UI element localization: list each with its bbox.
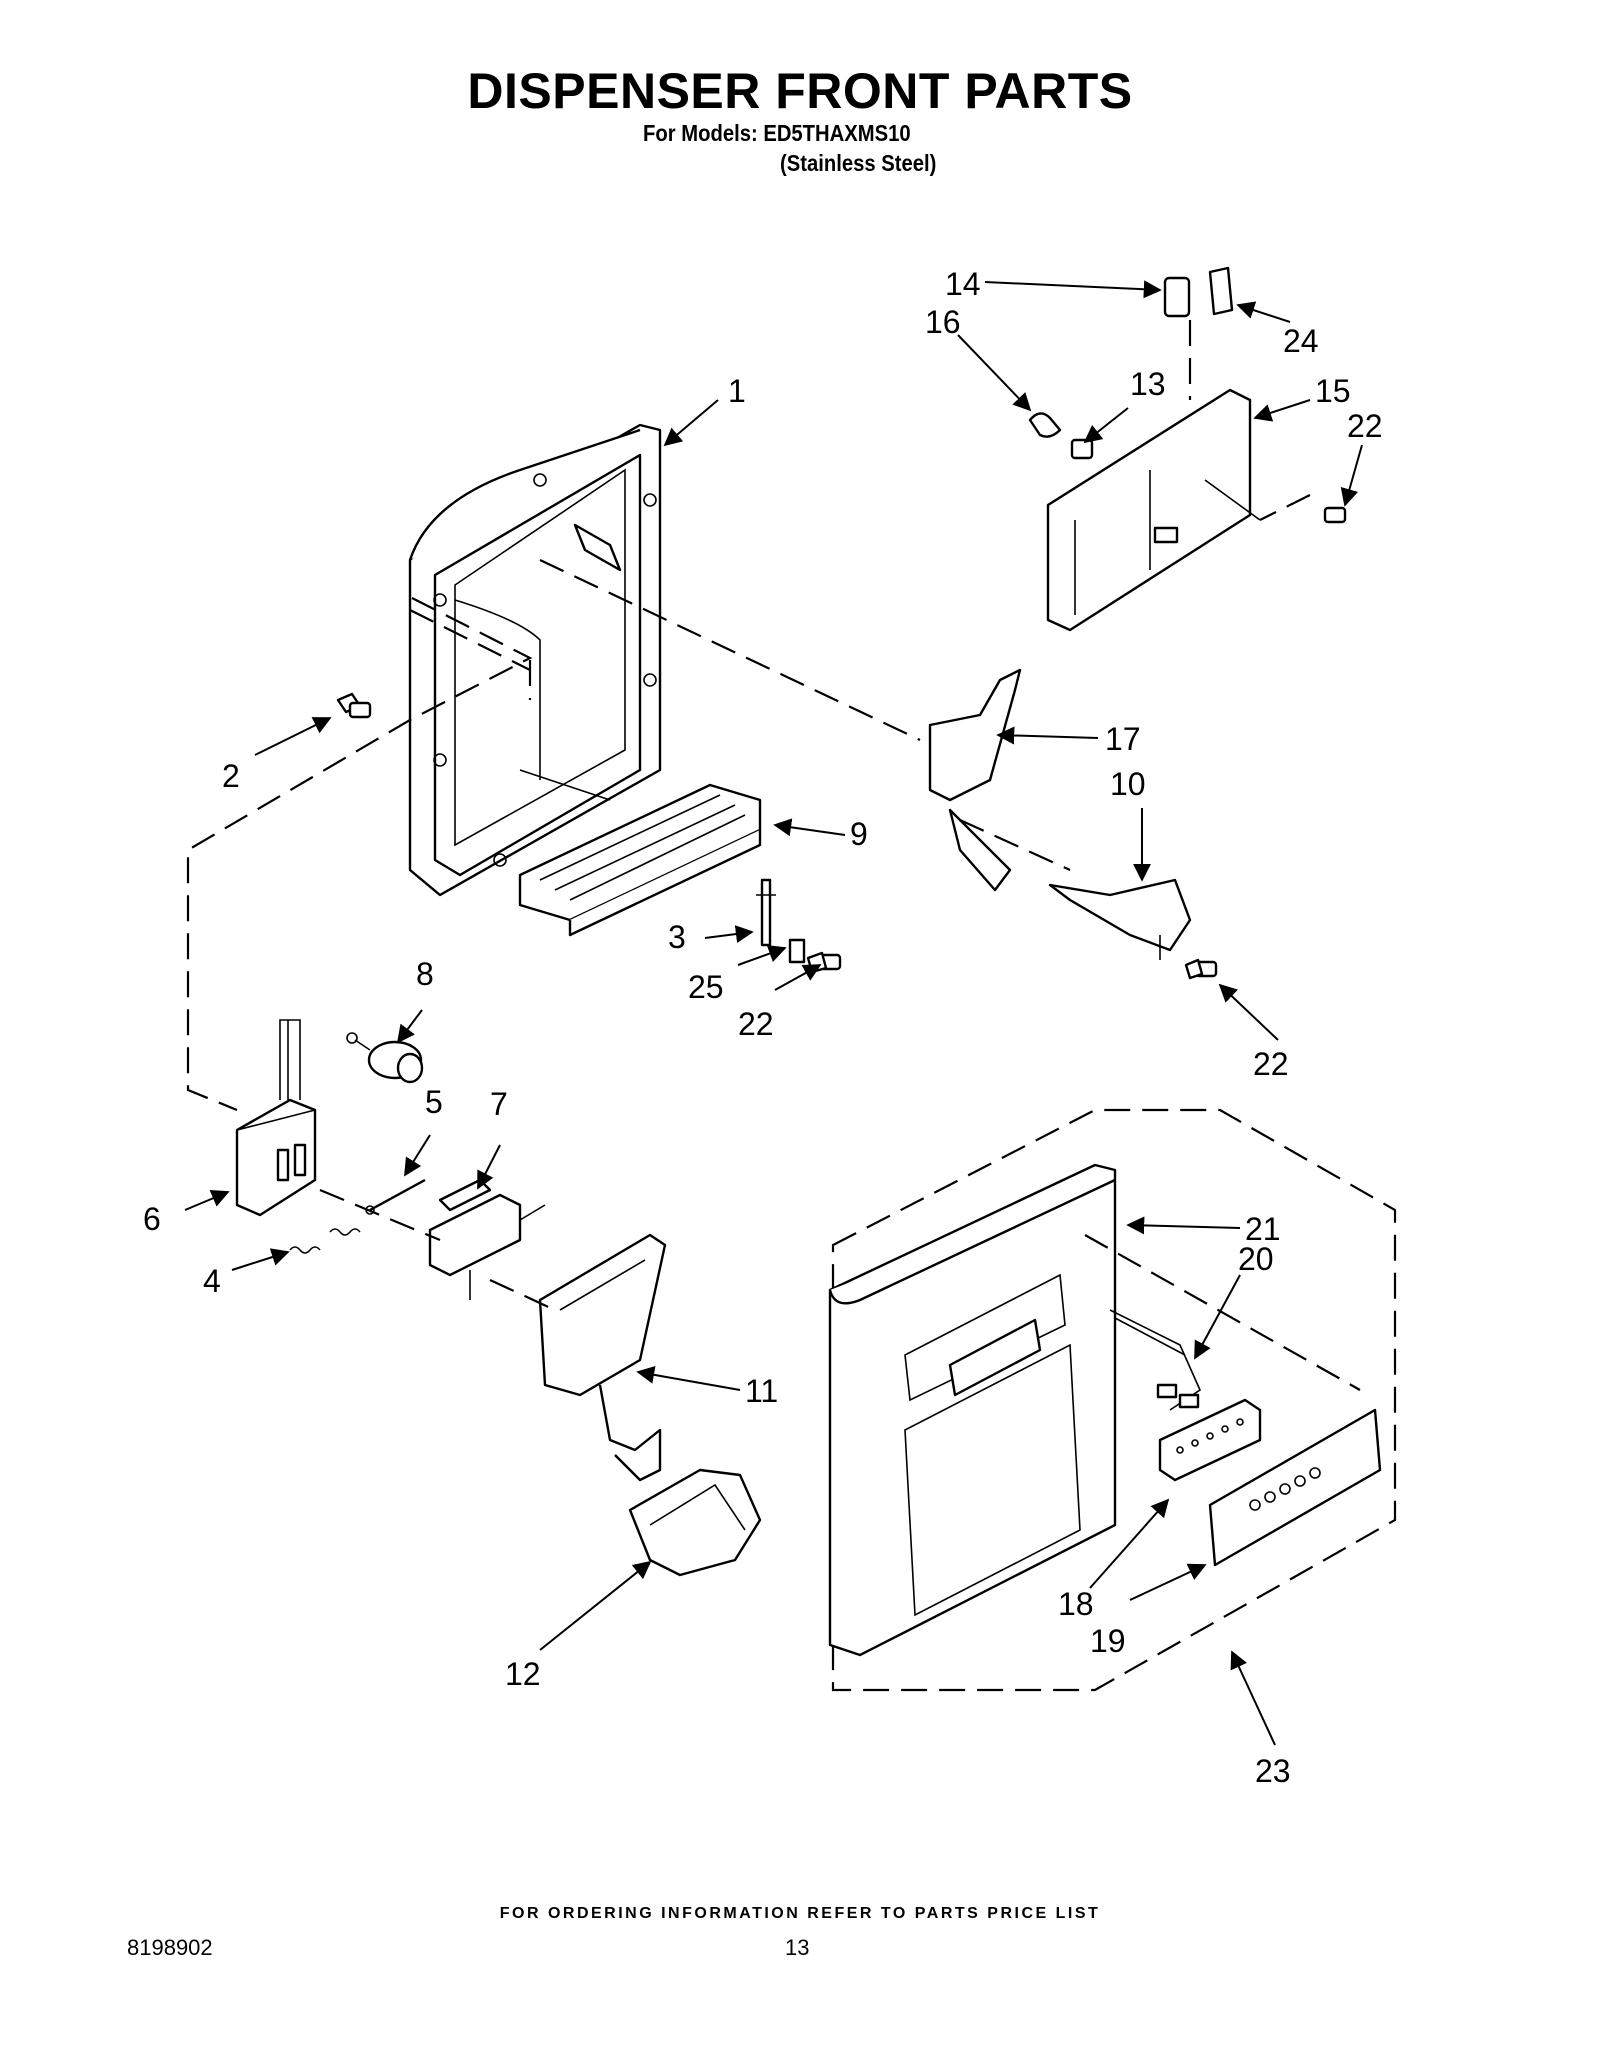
callout-25: 25 (688, 969, 724, 1005)
part-17-water-actuator (928, 668, 1022, 892)
callout-19: 19 (1090, 1623, 1126, 1659)
part-21-front-panel (828, 1163, 1117, 1657)
part-23-panel-assembly-boundary (831, 1108, 1397, 1692)
part-3-25-bracket (756, 878, 842, 974)
part-9-drip-tray (518, 783, 762, 937)
part-8-motor (346, 1032, 424, 1084)
part-22-screw-upper (1323, 506, 1347, 524)
part-5-pin (365, 1178, 426, 1215)
callout-3: 3 (668, 919, 686, 955)
callout-24: 24 (1283, 323, 1319, 359)
callout-23: 23 (1255, 1753, 1291, 1789)
callout-7: 7 (490, 1086, 508, 1122)
assembly-dashed-lines (186, 320, 1361, 1391)
page-number: 13 (785, 1935, 810, 1960)
leader-lines (184, 280, 1363, 1746)
callout-11: 11 (745, 1373, 778, 1409)
callout-22-middle: 22 (738, 1006, 774, 1042)
callout-20: 20 (1238, 1241, 1274, 1277)
document-number: 8198902 (127, 1935, 213, 1960)
part-7-actuator (428, 1178, 546, 1300)
part-12-chute (628, 1468, 762, 1577)
callout-13: 13 (1130, 366, 1166, 402)
part-22-screw-right (1184, 958, 1218, 980)
part-19-overlay (1208, 1408, 1382, 1567)
callout-6: 6 (143, 1201, 161, 1237)
part-10-lever (1048, 878, 1192, 960)
callout-14: 14 (945, 266, 981, 302)
part-4-springs (289, 1228, 361, 1254)
callout-12: 12 (505, 1656, 541, 1692)
part-2-screw (336, 692, 372, 719)
callout-16: 16 (925, 304, 961, 340)
part-16-bulb (1028, 412, 1062, 438)
callout-5: 5 (425, 1084, 443, 1120)
part-14-switch (1163, 276, 1191, 318)
callout-15: 15 (1315, 373, 1351, 409)
ordering-note: FOR ORDERING INFORMATION REFER TO PARTS … (499, 1905, 1101, 1922)
part-6-switch (235, 1019, 317, 1217)
part-24-plate (1208, 266, 1234, 316)
part-20-wire-harness (1109, 1309, 1202, 1411)
callout-labels: 1 2 3 4 5 6 7 8 9 10 11 12 13 14 15 16 1… (143, 266, 1383, 1789)
callout-22-upper: 22 (1347, 408, 1383, 444)
part-15-upper-housing (1046, 388, 1261, 632)
part-1-housing (408, 423, 662, 897)
callout-1: 1 (728, 373, 746, 409)
page-title: DISPENSER FRONT PARTS (467, 63, 1133, 119)
variant-line: (Stainless Steel) (780, 150, 937, 176)
callout-10: 10 (1110, 766, 1146, 802)
callout-9: 9 (850, 816, 868, 852)
callout-17: 17 (1105, 721, 1141, 757)
callout-22-right: 22 (1253, 1046, 1289, 1082)
models-line: For Models: ED5THAXMS10 (643, 120, 911, 146)
part-13-socket (1070, 438, 1094, 460)
callout-2: 2 (222, 758, 240, 794)
callout-18: 18 (1058, 1586, 1094, 1622)
callout-4: 4 (203, 1263, 221, 1299)
callout-21: 21 (1245, 1211, 1281, 1247)
part-18-control-board (1158, 1398, 1262, 1482)
callout-8: 8 (416, 956, 434, 992)
part-11-ice-arm (538, 1233, 667, 1482)
